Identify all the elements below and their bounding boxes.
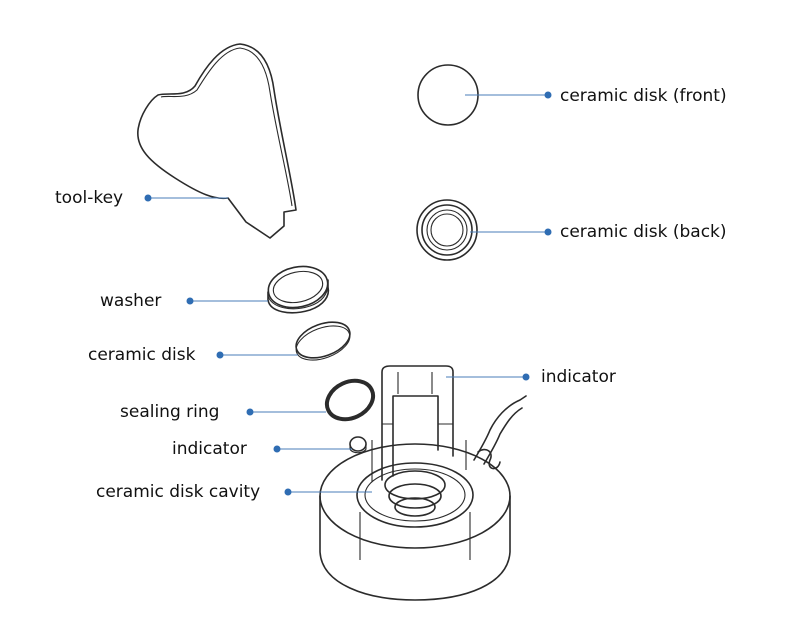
label-tool-key: tool-key — [55, 188, 124, 208]
label-washer: washer — [100, 291, 162, 311]
tool-key-drawing — [137, 43, 297, 239]
ceramic-disk-back-drawing — [416, 199, 478, 261]
indicator-small-drawing — [349, 436, 367, 454]
washer-drawing — [267, 265, 330, 314]
leader-dot-ceramic-disk-front — [544, 91, 552, 99]
label-ceramic-disk-back: ceramic disk (back) — [560, 222, 727, 242]
leader-lines — [144, 91, 552, 496]
label-ceramic-disk-front: ceramic disk (front) — [560, 86, 727, 106]
leader-dot-tool-key — [144, 194, 152, 202]
leader-dot-indicator-left — [273, 445, 281, 453]
ceramic-disk-drawing — [295, 321, 351, 361]
leader-dot-sealing-ring — [246, 408, 254, 416]
cable-drawing — [473, 395, 527, 470]
leader-dot-indicator-right — [522, 373, 530, 381]
label-ceramic-disk-cavity: ceramic disk cavity — [96, 482, 261, 502]
sealing-ring-drawing — [324, 378, 376, 422]
base-housing-drawing — [319, 443, 511, 601]
leader-dot-ceramic-disk-cavity — [284, 488, 292, 496]
leader-dot-ceramic-disk — [216, 351, 224, 359]
label-indicator-left: indicator — [172, 439, 247, 459]
label-ceramic-disk: ceramic disk — [88, 345, 196, 365]
indicator-frame-drawing — [371, 365, 467, 482]
leader-dot-ceramic-disk-back — [544, 228, 552, 236]
leader-dot-washer — [186, 297, 194, 305]
label-indicator-right: indicator — [541, 367, 616, 387]
label-sealing-ring: sealing ring — [120, 402, 220, 422]
